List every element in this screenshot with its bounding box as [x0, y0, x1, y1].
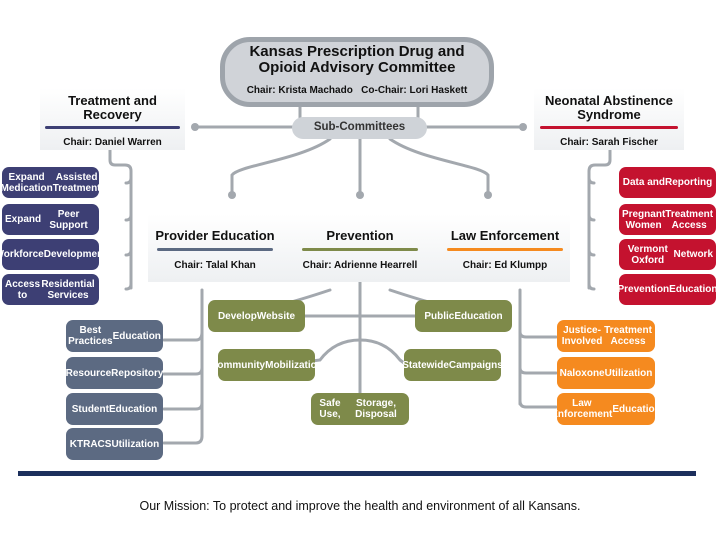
nas-title: Neonatal Abstinence Syndrome [534, 94, 684, 122]
committee-chair: Chair: Krista Machado [246, 85, 353, 96]
item-line: Assisted Treatment [52, 171, 101, 194]
law-enforcement-chair: Chair: Ed Klumpp [462, 260, 548, 271]
treatment-underline [45, 126, 180, 129]
committee-co-chair: Co-Chair: Lori Haskett [361, 85, 468, 96]
subcommittees-pill [292, 117, 427, 139]
nas-title-line1: Neonatal Abstinence [544, 93, 674, 108]
item-line: Development [43, 249, 107, 260]
item-line: Storage, Disposal [355, 398, 397, 420]
treatment-header-bg [40, 88, 185, 150]
item-line: Residential Services [41, 278, 95, 301]
item-line: Vermont Oxford [627, 243, 668, 266]
item-line: Education [108, 403, 158, 415]
item-line: Mobilization [265, 359, 323, 371]
provider-education-chair: Chair: Talal Khan [174, 260, 256, 271]
item-line: Campaigns [448, 359, 503, 371]
treatment-title-line1: Treatment and [68, 93, 157, 108]
item-line: Justice-Involved [561, 325, 603, 347]
item-line: Pregnant Women [621, 208, 666, 231]
committee-title-line1: Kansas Prescription Drug and [249, 43, 465, 60]
committee-title-pill [220, 37, 494, 107]
item-line: Utilization [111, 438, 160, 450]
item-line: Access to [5, 278, 41, 301]
prevention-item[interactable]: Safe Use, Storage, Disposal [311, 393, 409, 425]
item-line: Law Enforcement [551, 398, 613, 420]
item-line: Expand Medication [0, 171, 53, 194]
item-line: Best Practices [68, 325, 113, 347]
nas-item[interactable]: Vermont Oxford Network [619, 239, 716, 270]
item-line: Treatment Access [604, 325, 652, 347]
item-line: Public [424, 310, 455, 322]
footer-bar [18, 471, 696, 476]
committee-title: Kansas Prescription Drug and Opioid Advi… [225, 44, 489, 76]
item-line: Student [71, 403, 109, 415]
treatment-chair: Chair: Daniel Warren [63, 137, 162, 148]
prevention-chair: Chair: Adrienne Hearrell [302, 260, 418, 271]
item-line: Network [673, 249, 713, 260]
treatment-title: Treatment and Recovery [40, 94, 185, 122]
treatment-title-line2: Recovery [83, 107, 142, 122]
item-line: Website [256, 310, 296, 322]
item-line: Reporting [665, 177, 713, 188]
law-enforcement-underline [447, 248, 563, 251]
nas-underline [540, 126, 678, 129]
nas-header-bg [534, 88, 684, 150]
treatment-item[interactable]: WorkforceDevelopment [0, 239, 107, 270]
mission-statement: Our Mission: To protect and improve the … [139, 499, 581, 513]
item-line: Education [612, 403, 661, 415]
item-line: Education [454, 310, 503, 322]
item-line: Resource [65, 367, 112, 379]
prevention-title: Prevention [326, 228, 394, 243]
item-line: Education [112, 330, 161, 342]
item-line: Workforce [0, 249, 44, 260]
subcommittees-label: Sub-Committees [313, 121, 406, 133]
treatment-item[interactable]: Expand Peer Support [2, 204, 99, 235]
item-line: Statewide [402, 359, 449, 371]
law-enforcement-title: Law Enforcement [450, 228, 560, 243]
item-line: Utilization [604, 367, 653, 379]
item-line: KTRACS [69, 438, 112, 450]
nas-chair: Chair: Sarah Fischer [560, 137, 658, 148]
item-line: Education [669, 284, 718, 295]
item-line: Develop [217, 310, 257, 322]
item-line: Naloxone [559, 367, 605, 379]
item-line: Safe Use, [319, 398, 341, 420]
nas-title-line2: Syndrome [577, 107, 641, 122]
committee-title-line2: Opioid Advisory Committee [258, 59, 456, 76]
committee-chairs: Chair: Krista Machado Co-Chair: Lori Has… [232, 85, 482, 96]
item-line: Expand [5, 214, 42, 225]
prevention-underline [302, 248, 418, 251]
provider-education-underline [157, 248, 273, 251]
item-line: Prevention [617, 284, 670, 295]
item-line: Community [210, 359, 266, 371]
item-line: Peer Support [49, 208, 88, 231]
item-line: Treatment Access [665, 208, 714, 231]
item-line: Repository [111, 367, 164, 379]
provider-education-title: Provider Education [155, 228, 275, 243]
item-line: Data and [622, 177, 665, 188]
